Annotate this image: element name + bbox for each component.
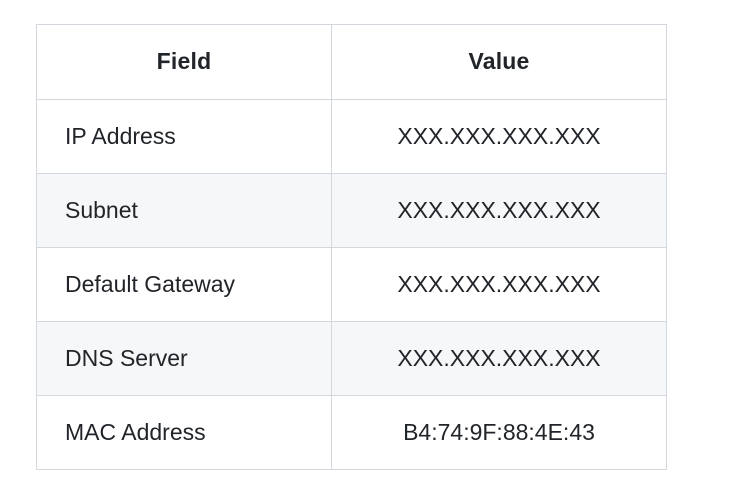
field-label-default-gateway: Default Gateway (36, 247, 332, 322)
column-header-field: Field (36, 24, 332, 100)
table-row: MAC Address B4:74:9F:88:4E:43 (36, 395, 667, 470)
table-row: Subnet XXX.XXX.XXX.XXX (36, 173, 667, 248)
field-value-mac-address: B4:74:9F:88:4E:43 (331, 395, 667, 470)
column-header-value: Value (331, 24, 667, 100)
table-body: IP Address XXX.XXX.XXX.XXX Subnet XXX.XX… (36, 99, 667, 470)
field-value-dns-server: XXX.XXX.XXX.XXX (331, 321, 667, 396)
field-label-mac-address: MAC Address (36, 395, 332, 470)
table-row: IP Address XXX.XXX.XXX.XXX (36, 99, 667, 174)
field-value-default-gateway: XXX.XXX.XXX.XXX (331, 247, 667, 322)
table-header-row: Field Value (36, 24, 667, 100)
network-info-table-container: Field Value IP Address XXX.XXX.XXX.XXX S… (36, 24, 667, 470)
table-row: Default Gateway XXX.XXX.XXX.XXX (36, 247, 667, 322)
field-label-ip-address: IP Address (36, 99, 332, 174)
network-info-table: Field Value IP Address XXX.XXX.XXX.XXX S… (36, 24, 667, 470)
table-header: Field Value (36, 24, 667, 100)
field-value-subnet: XXX.XXX.XXX.XXX (331, 173, 667, 248)
field-label-subnet: Subnet (36, 173, 332, 248)
field-label-dns-server: DNS Server (36, 321, 332, 396)
table-row: DNS Server XXX.XXX.XXX.XXX (36, 321, 667, 396)
field-value-ip-address: XXX.XXX.XXX.XXX (331, 99, 667, 174)
